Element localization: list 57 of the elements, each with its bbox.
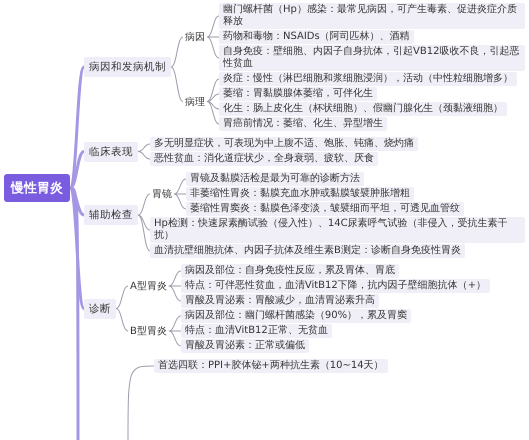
connector-line	[170, 36, 184, 68]
connector-line	[138, 214, 150, 230]
leaf-topic-box: 病因及部位：自身免疫性反应，累及胃体、胃底	[180, 264, 399, 278]
connector-line	[170, 66, 184, 102]
connector-line	[138, 194, 150, 216]
root-topic-box: 慢性胃炎	[4, 174, 70, 202]
connector-line	[206, 36, 220, 58]
connector-line	[168, 286, 182, 302]
leaf-topic-box: 自身免疫：壁细胞、内因子自身抗体，引起VB12吸收不良，引起恶性贫血	[219, 45, 525, 71]
main-topic-box: 诊断	[84, 298, 116, 318]
leaf-topic-box: 化生：肠上皮化生（杯状细胞）、假幽门腺化生（颈黏液细胞）	[219, 102, 507, 116]
connector-line	[138, 151, 150, 160]
connector-line	[138, 214, 150, 252]
connector-line	[168, 330, 182, 332]
leaf-topic-box: 萎缩性胃窦炎：黏膜色泽变淡，皱襞细而平坦，可透见血管纹	[186, 202, 464, 216]
leaf-topic-box: Hp检测：快速尿素酶试验（侵入性）、14C尿素呼气试验（非侵入，受抗生素干扰）	[150, 217, 525, 243]
connector-line	[206, 36, 220, 38]
leaf-topic-box: 胃酸及胃泌素：胃酸减少，血清胃泌素升高	[180, 294, 379, 308]
connector-line	[168, 316, 182, 332]
subtopic-label: A型胃炎	[128, 278, 169, 294]
subtopic-label: B型胃炎	[128, 323, 169, 339]
connector-line	[174, 194, 186, 210]
connector-line	[116, 286, 128, 309]
main-topic-box: 辅助检查	[84, 205, 138, 225]
connector-line	[206, 16, 220, 38]
leaf-topic-box: 病因及部位：幽门螺杆菌感染（90%），累及胃窦	[180, 309, 412, 323]
connector-line	[206, 78, 220, 102]
leaf-topic-box: 胃镜及黏膜活检是最为可靠的诊断方法	[186, 172, 364, 186]
connector-line	[174, 178, 186, 194]
leaf-topic-box: 药物和毒物：NSAIDs（阿司匹林）、酒精	[219, 30, 414, 44]
subtopic-label: 病理	[183, 94, 207, 110]
leaf-topic-box: 特点：血清VitB12正常、无贫血	[180, 324, 332, 338]
leaf-topic-box: 血清抗壁细胞抗体、内因子抗体及维生素B测定：诊断自身免疫性胃炎	[150, 244, 465, 258]
leaf-topic-box: 炎症：慢性（淋巴细胞和浆细胞浸润），活动（中性粒细胞增多）	[219, 72, 517, 86]
leaf-topic-box: 幽门螺杆菌（Hp）感染：最常见病因，可产生毒素、促进炎症介质释放	[219, 3, 525, 29]
leaf-topic-box: 多无明显症状，可表现为中上腹不适、饱胀、钝痛、烧灼痛	[150, 137, 418, 151]
subtopic-label: 病因	[183, 29, 207, 45]
connector-line	[116, 308, 128, 332]
connector-line	[206, 101, 220, 124]
leaf-topic-box: 恶性贫血：消化道症状少，全身衰弱、疲软、厌食	[150, 152, 378, 166]
leaf-topic-box: 胃癌前情况：萎缩、化生、异型增生	[219, 117, 387, 131]
main-topic-box: 临床表现	[84, 142, 138, 162]
leaf-topic-box: 胃酸及胃泌素：正常或偏低	[180, 339, 309, 353]
connector-line	[206, 101, 220, 110]
connector-line	[68, 187, 86, 310]
connector-line	[168, 270, 182, 286]
leaf-topic-box: 首选四联：PPI+胶体铋+两种抗生素（10~14天）	[154, 359, 388, 373]
leaf-topic-box: 非萎缩性胃炎：黏膜充血水肿或黏膜皱襞肿胀增粗	[186, 187, 414, 201]
connector-line	[168, 330, 182, 346]
leaf-topic-box: 特点：可伴恶性贫血，血清VitB12下降，抗内因子壁细胞抗体（+）	[180, 279, 490, 293]
main-topic-box: 病因和发病机制	[84, 57, 171, 77]
leaf-topic-box: 萎缩：胃黏膜腺体萎缩，可伴化生	[219, 87, 377, 101]
subtopic-label: 胃镜	[150, 186, 174, 202]
connector-line	[138, 144, 150, 152]
connector-line	[68, 66, 86, 189]
connector-line	[206, 94, 220, 102]
connector-line	[128, 366, 154, 440]
